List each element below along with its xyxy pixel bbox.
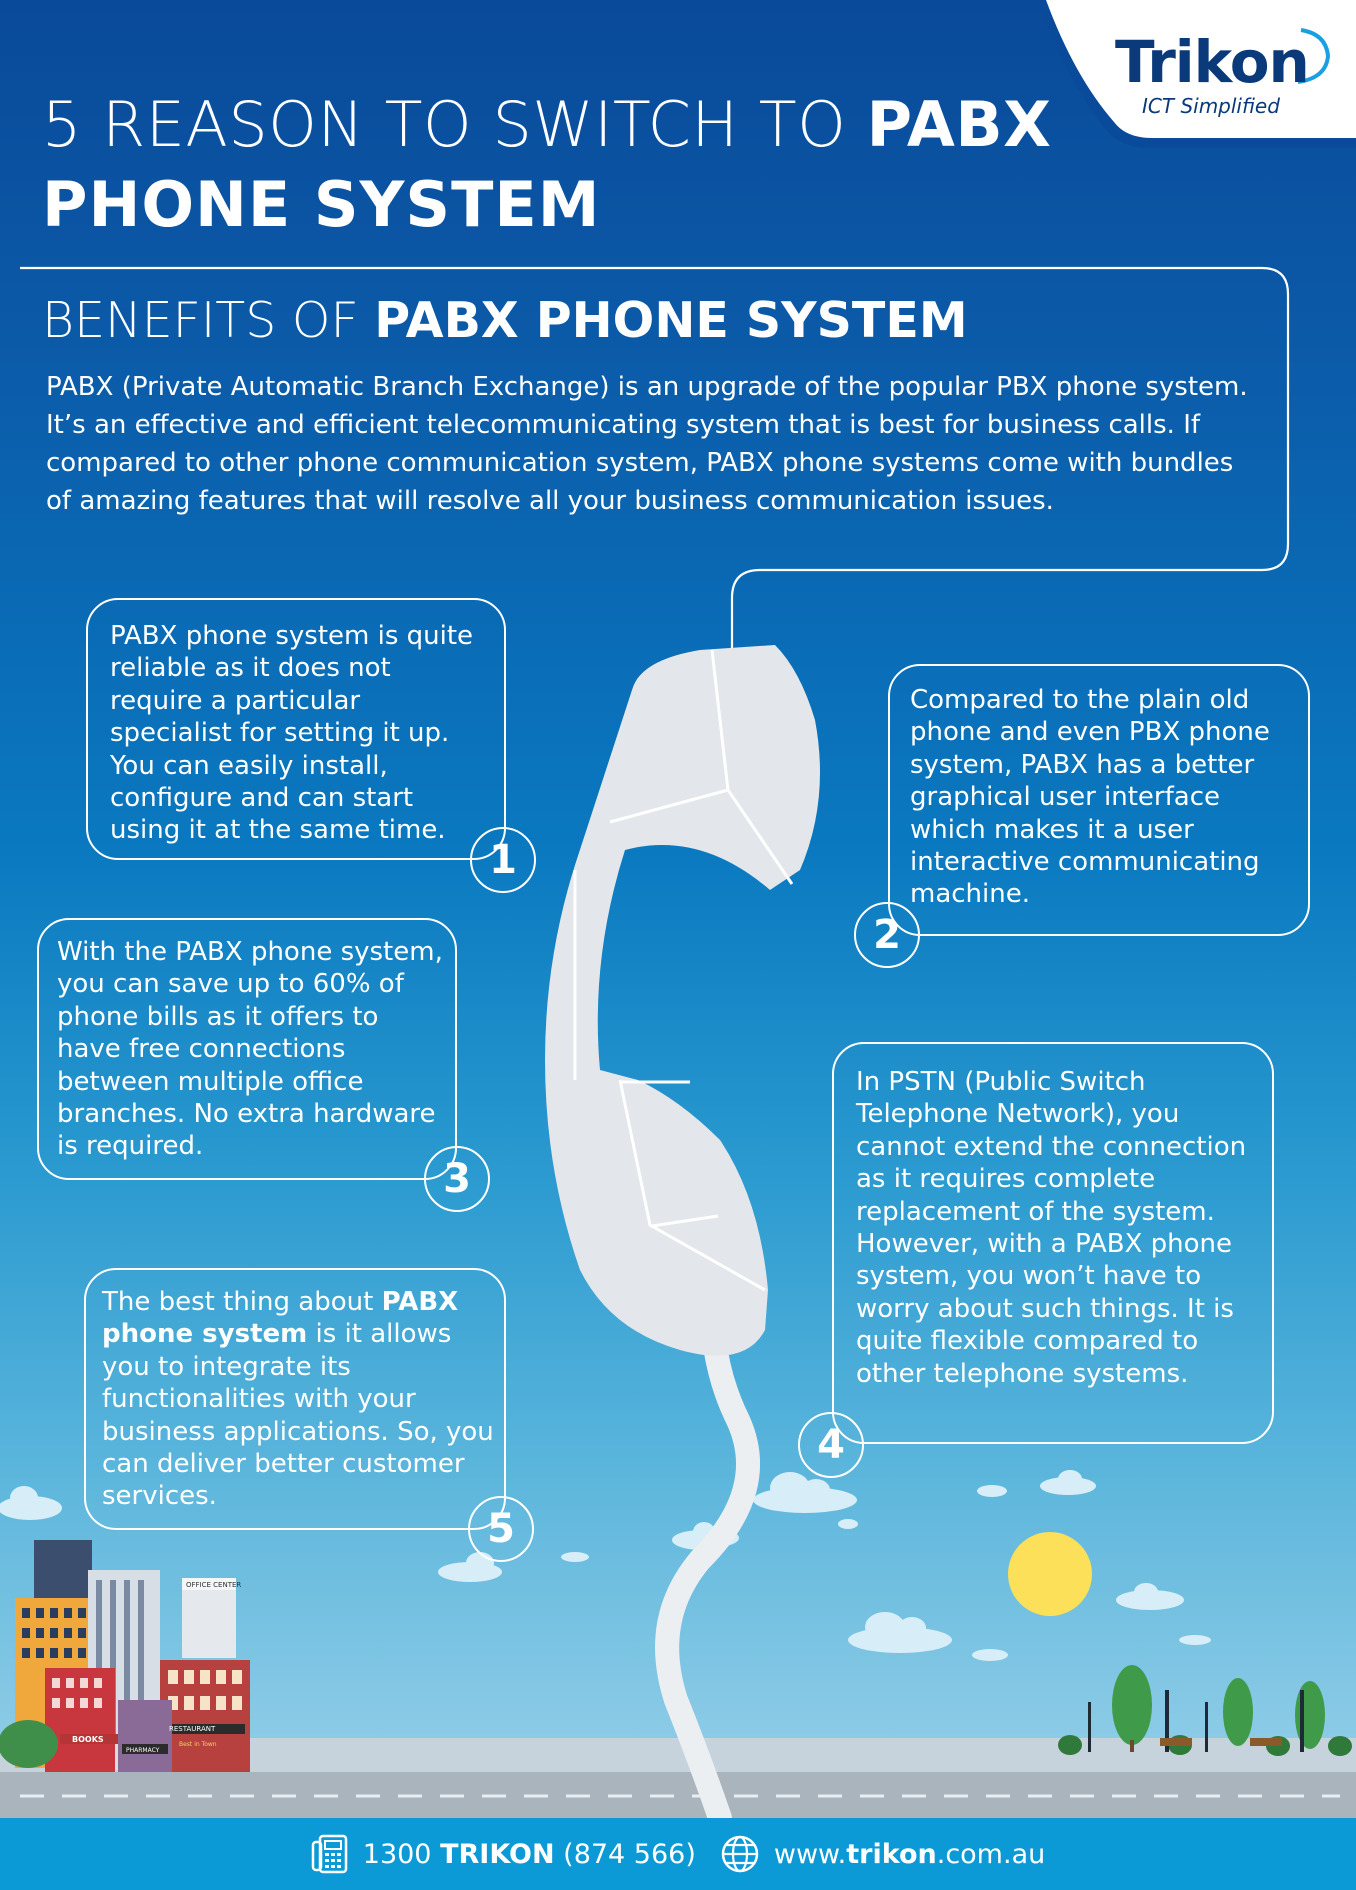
reason-text-3: With the PABX phone system, you can save… [57, 937, 443, 1162]
benefits-heading: BENEFITS OF PABX PHONE SYSTEM [42, 292, 968, 349]
footer-bar: 1300 TRIKON (874 566) www.trikon.com.au [0, 1818, 1356, 1890]
web-suffix: .com.au [936, 1838, 1046, 1870]
reason-text-1: PABX phone system is quite reliable as i… [110, 621, 474, 846]
reason-text-5-bold: PABX phone system [102, 1287, 459, 1350]
telephone-handset-illustration [545, 645, 820, 1830]
connector-line [20, 266, 1290, 648]
reason-box-4: In PSTN (Public Switch Telephone Network… [832, 1042, 1274, 1444]
clouds [0, 1470, 1211, 1661]
reason-number-2: 2 [854, 902, 920, 968]
sign-restaurant: RESTAURANT [169, 1725, 216, 1733]
reason-number-3: 3 [424, 1146, 490, 1212]
title-bold: PABX [866, 88, 1052, 161]
brand-name: Trikon [1115, 28, 1310, 96]
globe-icon [721, 1835, 759, 1873]
benefits-intro: PABX (Private Automatic Branch Exchange)… [46, 372, 1248, 516]
reason-text-5b: is it allows you to integrate its functi… [102, 1319, 494, 1512]
reason-box-3: With the PABX phone system, you can save… [37, 918, 457, 1180]
reason-text-5a: The best thing about [102, 1287, 382, 1317]
footer-website-text: www.trikon.com.au [774, 1839, 1045, 1870]
page-title-line2: PHONE SYSTEM [42, 168, 601, 241]
reason-text-2: Compared to the plain old phone and even… [910, 685, 1270, 910]
reason-number-1: 1 [470, 827, 536, 893]
sign-pharmacy: PHARMACY [126, 1747, 160, 1754]
reason-box-1: PABX phone system is quite reliable as i… [86, 598, 506, 860]
sign-food: Best in Town [179, 1741, 217, 1748]
phone-suffix: (874 566) [554, 1838, 696, 1870]
reason-number-4: 4 [798, 1412, 864, 1478]
sun [1008, 1532, 1092, 1616]
benefits-heading-light: BENEFITS OF [42, 292, 375, 349]
web-prefix: www. [773, 1838, 847, 1870]
page-title-line1: 5 REASON TO SWITCH TO PABX [42, 88, 1051, 161]
title-light: 5 REASON TO SWITCH TO [42, 88, 867, 161]
reason-text-4: In PSTN (Public Switch Telephone Network… [856, 1067, 1247, 1389]
fax-phone-icon [311, 1834, 348, 1874]
park-trees [1058, 1665, 1352, 1756]
web-bold: trikon [846, 1838, 937, 1870]
city-buildings [0, 1540, 250, 1772]
brand-tagline: ICT Simplified [1142, 94, 1280, 118]
sign-office: OFFICE CENTER [186, 1581, 241, 1589]
phone-prefix: 1300 [362, 1838, 441, 1870]
reason-number-5: 5 [468, 1496, 534, 1562]
logo-tab [1038, 0, 1356, 148]
footer-phone-text: 1300 TRIKON (874 566) [363, 1839, 696, 1870]
benefits-heading-bold: PABX PHONE SYSTEM [374, 292, 968, 349]
phone-bold: TRIKON [440, 1838, 555, 1870]
reason-box-2: Compared to the plain old phone and even… [888, 664, 1310, 936]
footer-phone[interactable]: 1300 TRIKON (874 566) [311, 1834, 696, 1874]
footer-website-link[interactable]: www.trikon.com.au [720, 1834, 1045, 1874]
sign-books: BOOKS [72, 1735, 104, 1744]
reason-box-5: The best thing about PABX phone system i… [84, 1268, 506, 1530]
